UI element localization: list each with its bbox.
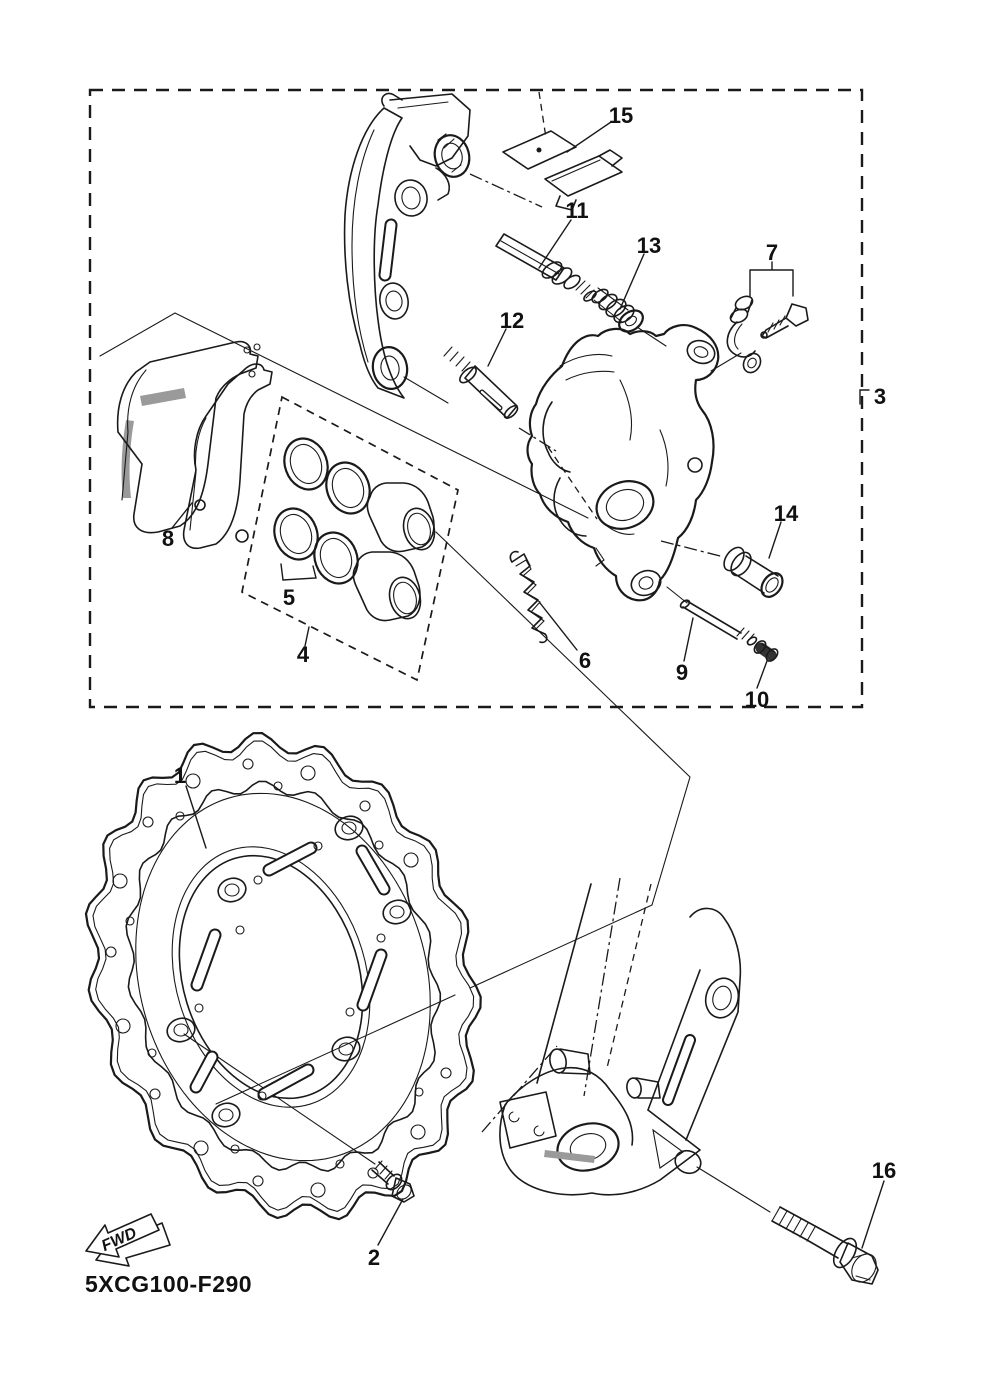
pad-pin bbox=[679, 599, 758, 646]
callout-13: 13 bbox=[637, 233, 661, 258]
pad-shim-plates bbox=[502, 130, 623, 211]
callout-1: 1 bbox=[174, 763, 186, 788]
pin-boot bbox=[591, 287, 644, 333]
caliper-mounting-bracket bbox=[343, 92, 471, 399]
callout-4: 4 bbox=[297, 642, 310, 667]
disc-bolt bbox=[371, 1160, 415, 1203]
callout-8: 8 bbox=[162, 526, 174, 551]
callout-leaders bbox=[171, 121, 885, 1249]
callout-16: 16 bbox=[872, 1158, 896, 1183]
pad-spring bbox=[509, 550, 548, 644]
piston bbox=[352, 551, 422, 622]
callout-10: 10 bbox=[745, 687, 769, 712]
boot-bush bbox=[723, 546, 784, 598]
callout-12: 12 bbox=[500, 308, 524, 333]
bleed-screw-group bbox=[726, 295, 809, 374]
callout-2: 2 bbox=[368, 1245, 380, 1270]
disc-carrier-slots bbox=[189, 841, 391, 1101]
fork-bottom bbox=[481, 877, 742, 1196]
callout-5: 5 bbox=[283, 585, 295, 610]
callout-6: 6 bbox=[579, 648, 591, 673]
seal-kit-box bbox=[241, 395, 459, 682]
part-code: 5XCG100-F290 bbox=[85, 1271, 252, 1297]
assembly-box bbox=[88, 88, 870, 709]
piston bbox=[366, 482, 436, 553]
disc-rivets bbox=[166, 815, 412, 1128]
bracket-hatch bbox=[437, 133, 462, 173]
disc-carrier-holes bbox=[194, 841, 386, 1101]
brake-pads bbox=[116, 340, 273, 550]
callout-3: 3 bbox=[874, 384, 886, 409]
fwd-arrow: FWD bbox=[85, 1213, 171, 1267]
disc-band-holes bbox=[105, 758, 452, 1198]
piston-seals bbox=[273, 437, 371, 585]
construction-lines bbox=[99, 91, 742, 1165]
slide-pin-lower bbox=[443, 346, 519, 419]
pin-plug bbox=[753, 640, 779, 662]
slide-pin-upper bbox=[495, 233, 597, 302]
brake-disc bbox=[84, 732, 482, 1221]
caliper-body bbox=[526, 324, 720, 602]
callouts: 1 2 3 4 5 6 7 8 9 10 11 12 13 14 15 16 bbox=[162, 103, 896, 1270]
callout-15: 15 bbox=[609, 103, 633, 128]
callout-14: 14 bbox=[774, 501, 799, 526]
callout-7: 7 bbox=[766, 240, 778, 265]
callout-9: 9 bbox=[676, 660, 688, 685]
callout-11: 11 bbox=[565, 198, 588, 223]
caliper-mount-bolt bbox=[696, 1166, 879, 1285]
